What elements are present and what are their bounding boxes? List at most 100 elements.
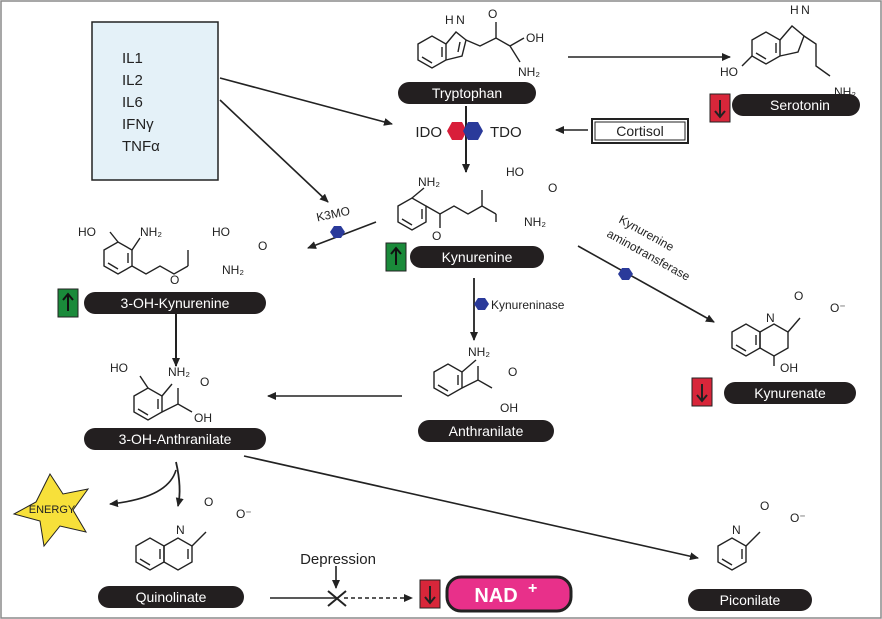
arrow-cytokines-to-k3mo: [219, 99, 329, 203]
ohkyn-o2-atom: O: [258, 239, 267, 253]
quin-o-atom: O: [204, 495, 213, 509]
trp-nh2-atom: NH₂: [518, 65, 540, 79]
ohant-ho-atom: HO: [110, 361, 128, 375]
k3mo-enzyme: K3MO: [315, 204, 351, 238]
ido-hexagon-icon: [447, 122, 467, 140]
pill-oh-anthranilate: 3-OH-Anthranilate: [84, 428, 266, 450]
oh-kynurenine-structure: HO NH₂ O HO O NH₂: [78, 225, 267, 287]
kyna-n-atom: N: [766, 311, 775, 325]
k3mo-hexagon-icon: [330, 226, 345, 238]
arrow-oh-anthranilate-to-quinolinate: [175, 461, 184, 507]
pill-kynurenate: Kynurenate: [724, 382, 856, 404]
kyn-nh2b-atom: NH₂: [524, 215, 546, 229]
oh-kynurenine-label: 3-OH-Kynurenine: [121, 295, 230, 311]
cytokine-il6: IL6: [122, 94, 143, 111]
pic-o-atom: O: [760, 499, 769, 513]
anthranilate-label: Anthranilate: [449, 423, 524, 439]
pill-tryptophan: Tryptophan: [398, 82, 536, 104]
k3mo-label: K3MO: [315, 204, 351, 225]
pill-serotonin: Serotonin: [732, 94, 860, 116]
ohant-nh2-atom: NH₂: [168, 365, 190, 379]
cortisol-box: Cortisol: [591, 118, 689, 144]
ser-nh-atom: H N: [790, 3, 810, 17]
arrow-oh-anthranilate-to-piconilate: [243, 455, 699, 561]
nad-down-arrow-icon: [419, 579, 441, 609]
ohant-o-atom: O: [200, 375, 209, 389]
cytokine-il2: IL2: [122, 72, 143, 89]
tdo-label: TDO: [490, 124, 522, 141]
ser-ho-atom: HO: [720, 65, 738, 79]
quinolinate-structure: N O O⁻: [135, 495, 252, 571]
quinolinate-label: Quinolinate: [136, 589, 207, 605]
arrow-kynurenine-to-kynurenate: [577, 245, 715, 323]
ohkyn-ho2-atom: HO: [212, 225, 230, 239]
ohkyn-nh2-atom: NH₂: [140, 225, 162, 239]
oh-anthranilate-structure: HO NH₂ O OH: [110, 361, 212, 425]
kyna-o-minus-atom: O⁻: [830, 301, 846, 315]
ohkyn-nh2b-atom: NH₂: [222, 263, 244, 277]
arrow-oh-anthranilate-to-energy: [109, 469, 177, 508]
kynureninase-label: Kynureninase: [491, 298, 565, 312]
serotonin-structure: H N HO NH₂: [720, 3, 856, 99]
quin-n-atom: N: [176, 523, 185, 537]
pill-kynurenine: Kynurenine: [410, 246, 544, 268]
quin-o-minus-atom: O⁻: [236, 507, 252, 521]
ohkyn-ho-atom: HO: [78, 225, 96, 239]
cytokine-tnf-alpha: TNFα: [122, 138, 160, 155]
nad-label: NAD: [474, 585, 517, 607]
ant-nh2-atom: NH₂: [468, 345, 490, 359]
kat-enzyme: Kynurenine aminotransferase: [605, 212, 693, 283]
tryptophan-structure: H N O OH NH₂: [417, 7, 544, 79]
piconilate-label: Piconilate: [720, 592, 781, 608]
cytokine-ifn-gamma: IFNγ: [122, 116, 154, 133]
ant-o-atom: O: [508, 365, 517, 379]
ido-label: IDO: [415, 124, 442, 141]
pathway-arrows: [109, 53, 731, 607]
kynurenate-label: Kynurenate: [754, 385, 826, 401]
block-cross-icon: [327, 590, 347, 607]
ant-oh-atom: OH: [500, 401, 518, 415]
pill-piconilate: Piconilate: [688, 589, 812, 611]
kynureninase-hexagon-icon: [474, 298, 489, 310]
serotonin-down-arrow-icon: [709, 93, 731, 123]
nad-superscript: +: [528, 580, 537, 597]
tryptophan-label: Tryptophan: [432, 85, 502, 101]
kyna-o-atom: O: [794, 289, 803, 303]
oh-kynurenine-up-arrow-icon: [57, 288, 79, 318]
kynurenate-structure: N O O⁻ OH: [731, 289, 846, 375]
kynurenine-structure: NH₂ O HO O NH₂: [397, 165, 557, 243]
pill-anthranilate: Anthranilate: [418, 420, 554, 442]
kyna-oh-atom: OH: [780, 361, 798, 375]
cortisol-label: Cortisol: [616, 123, 663, 139]
pill-oh-kynurenine: 3-OH-Kynurenine: [84, 292, 266, 314]
pill-quinolinate: Quinolinate: [98, 586, 244, 608]
kynurenine-label: Kynurenine: [442, 249, 513, 265]
ohant-oh-atom: OH: [194, 411, 212, 425]
kynureninase-enzyme: Kynureninase: [474, 298, 565, 312]
oh-anthranilate-label: 3-OH-Anthranilate: [119, 431, 232, 447]
ohkyn-o-atom: O: [170, 273, 179, 287]
kyn-nh2-atom: NH₂: [418, 175, 440, 189]
tdo-hexagon-icon: [463, 122, 483, 140]
piconilate-structure: N O O⁻: [717, 499, 806, 571]
kynurenate-down-arrow-icon: [691, 377, 713, 407]
trp-oh-atom: OH: [526, 31, 544, 45]
anthranilate-structure: NH₂ O OH: [433, 345, 518, 415]
cytokine-il1: IL1: [122, 50, 143, 67]
trp-nh-atom: H N: [445, 13, 465, 27]
trp-o-atom: O: [488, 7, 497, 21]
pic-n-atom: N: [732, 523, 741, 537]
cytokine-box: IL1 IL2 IL6 IFNγ TNFα: [91, 21, 219, 181]
kat-hexagon-icon: [618, 268, 633, 280]
kyn-ho-atom: HO: [506, 165, 524, 179]
nad-badge: NAD +: [445, 575, 573, 613]
arrow-cytokines-to-ido: [219, 77, 393, 126]
kyn-o2-atom: O: [548, 181, 557, 195]
energy-label: ENERGY: [29, 504, 76, 516]
serotonin-label: Serotonin: [770, 97, 830, 113]
pic-o-minus-atom: O⁻: [790, 511, 806, 525]
ido-tdo-enzyme: IDO TDO: [415, 122, 522, 141]
